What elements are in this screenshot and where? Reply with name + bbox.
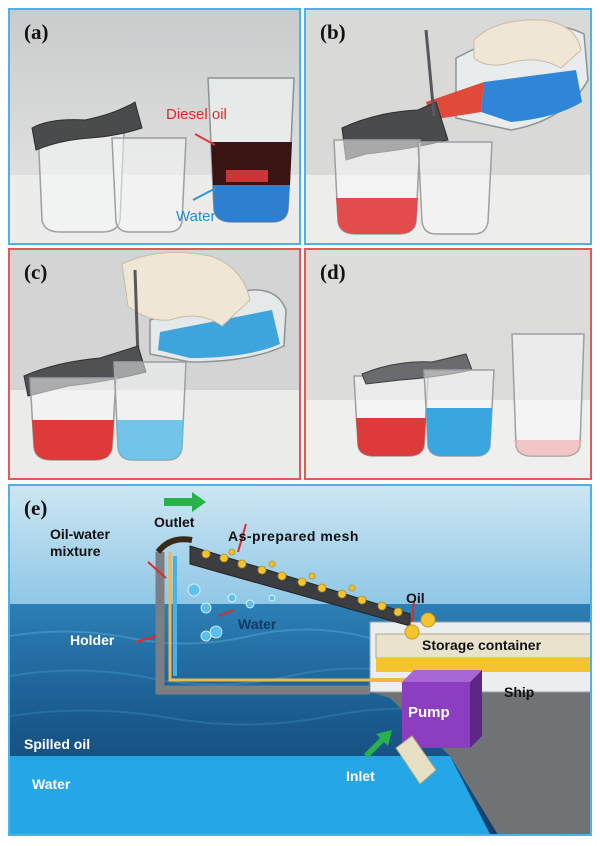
inlet-arrow [364, 730, 392, 758]
mesh-label: As-prepared mesh [228, 528, 359, 544]
pump-label: Pump [408, 704, 450, 721]
beaker-empty-left [37, 129, 125, 233]
panel-c: (c) [8, 248, 301, 480]
beaker-oil-water [207, 77, 295, 223]
panel-a-label: (a) [24, 20, 49, 44]
panel-b-label: (b) [320, 20, 346, 44]
inlet-pipe [395, 735, 437, 785]
diesel-oil-label: Diesel oil [166, 106, 227, 123]
panel-c-photo [10, 250, 299, 478]
water-layer [10, 756, 490, 834]
oil-drops [404, 612, 436, 640]
mixture-label: Oil-water mixture [50, 526, 110, 559]
pump-box [402, 670, 482, 748]
water-drops [187, 583, 276, 642]
panel-d: (d) [304, 248, 592, 480]
outlet-cap [155, 536, 193, 554]
outlet-arrow [164, 492, 206, 512]
panel-d-label: (d) [320, 260, 346, 284]
panel-e-label: (e) [24, 496, 48, 520]
panel-d-photo [306, 250, 590, 478]
panel-b-photo [306, 10, 590, 243]
panel-c-label: (c) [24, 260, 48, 284]
inlet-label: Inlet [346, 768, 375, 784]
outlet-label: Outlet [154, 514, 195, 530]
storage-container-label: Storage container [422, 637, 542, 653]
water-label-a: Water [176, 208, 216, 225]
panel-b: (b) [304, 8, 592, 245]
ship-label: Ship [504, 684, 535, 700]
spilled-oil-label: Spilled oil [24, 736, 91, 752]
panel-a: (a) Diesel oil Water [8, 8, 301, 245]
panel-a-photo [10, 10, 299, 243]
water-bottom-label: Water [32, 776, 71, 792]
mesh-sheet [31, 101, 143, 151]
beaker-empty-middle [111, 137, 187, 233]
oil-label: Oil [406, 590, 425, 606]
holder-label: Holder [70, 632, 115, 648]
panel-e: (e) Outlet As-prepared mesh Oil-water mi… [8, 484, 592, 836]
panel-e-schematic [10, 486, 590, 834]
water-label-e: Water [238, 616, 277, 632]
